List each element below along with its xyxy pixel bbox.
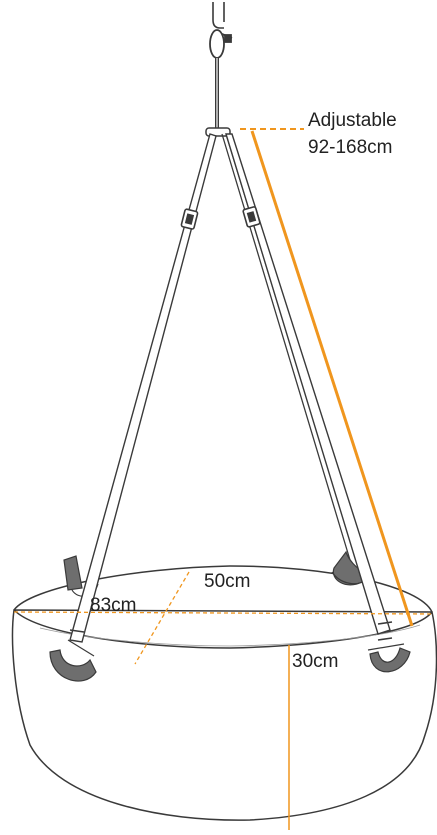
strap-clips (69, 621, 393, 641)
adjustable-length-line (250, 130, 414, 627)
dimension-lines (13, 128, 433, 830)
front-handle-right (367, 643, 411, 673)
basket-rim (13, 565, 433, 649)
back-straps (89, 133, 357, 571)
strap-buckle-left (180, 208, 199, 230)
basket-body (11, 609, 437, 821)
depth-dimension-line (134, 571, 190, 665)
adjustable-range-label: 92-168cm (308, 137, 393, 158)
strap-buckle-right (242, 206, 261, 228)
depth-label: 50cm (204, 571, 250, 592)
front-handle-left (49, 639, 97, 682)
front-straps (69, 133, 391, 643)
width-label: 83cm (90, 595, 136, 616)
adjustable-title-label: Adjustable (308, 110, 397, 131)
carabiner-icon (209, 29, 233, 59)
hook-icon (212, 2, 225, 29)
height-label: 30cm (292, 651, 338, 672)
